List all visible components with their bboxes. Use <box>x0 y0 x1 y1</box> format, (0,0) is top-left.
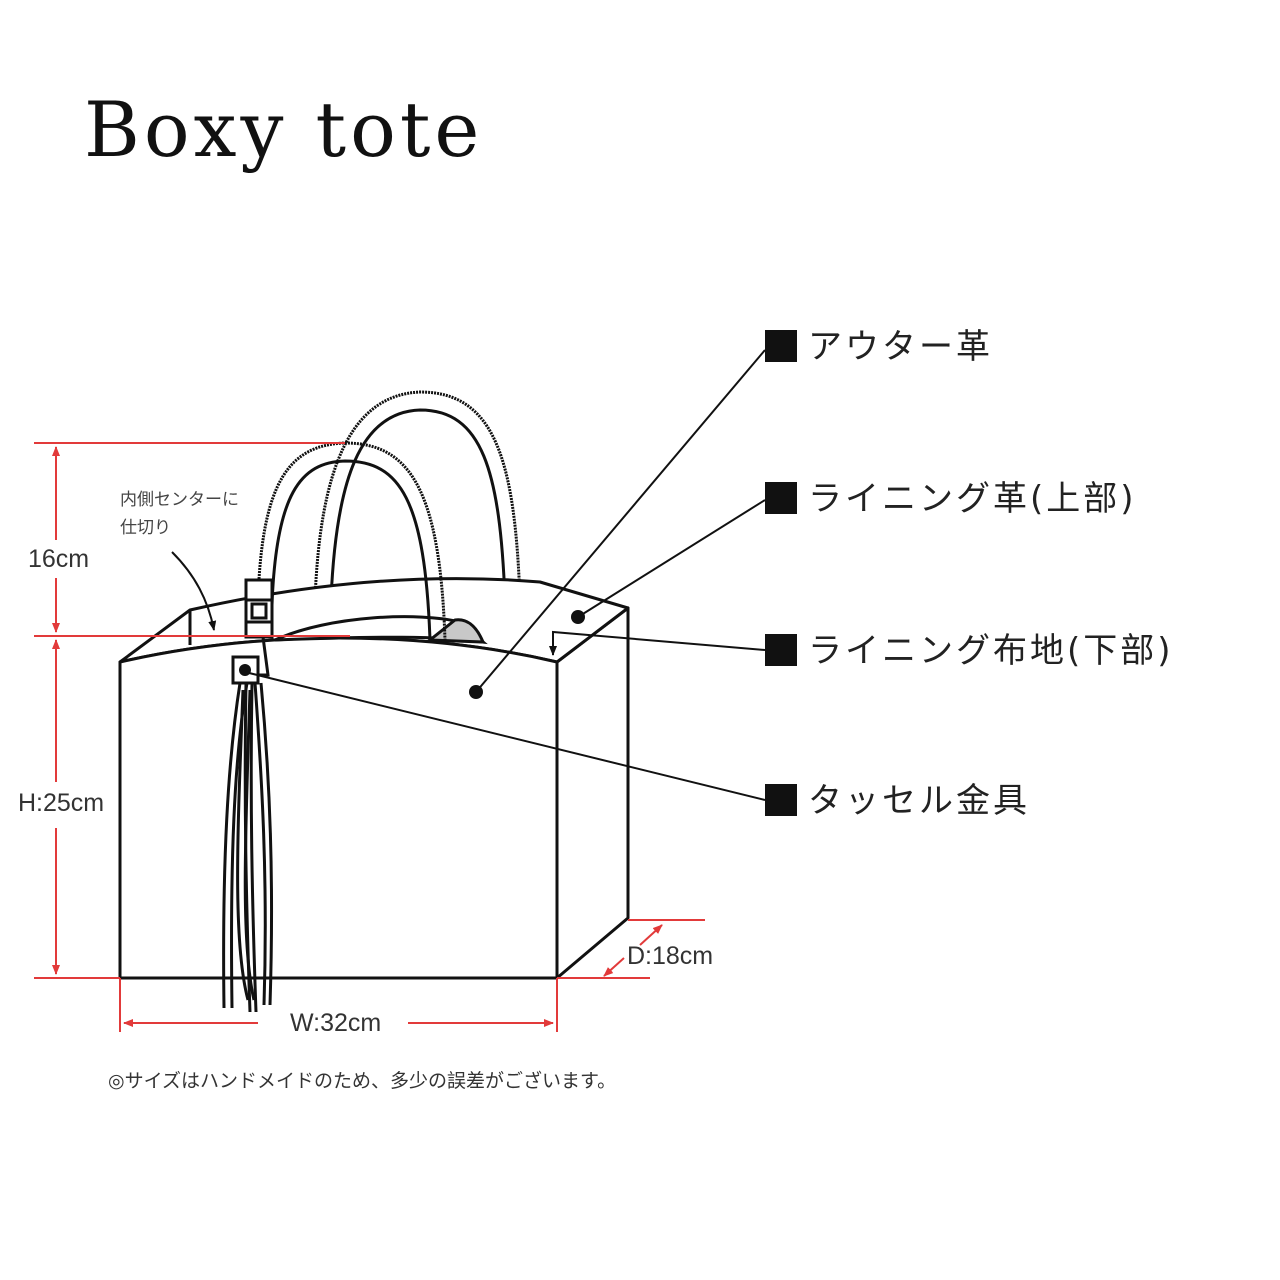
part-label-lining-leather: ライニング革(上部) <box>765 479 1137 519</box>
svg-text:アウター革: アウター革 <box>808 327 993 367</box>
partition-note-line2: 仕切り <box>120 518 171 538</box>
handle-height-label: 16cm <box>28 545 89 573</box>
marker-square-icon <box>765 330 797 362</box>
handle-buckle <box>244 578 274 677</box>
lining-leather-dot <box>571 610 585 624</box>
back-handle <box>313 390 522 601</box>
partition-note-line1: 内側センターに <box>120 490 239 510</box>
front-handle <box>256 441 447 641</box>
marker-square-icon <box>765 482 797 514</box>
width-label: W:32cm <box>290 1009 381 1037</box>
tassel-fitting <box>231 655 260 685</box>
part-label-outer-leather: アウター革 <box>765 327 993 367</box>
svg-text:ライニング革(上部): ライニング革(上部) <box>808 479 1137 519</box>
outer-leather-dot <box>469 685 483 699</box>
dimension-lines <box>34 442 705 1032</box>
depth-label: D:18cm <box>627 942 713 970</box>
tassel <box>222 682 274 1013</box>
leader-lines <box>244 349 766 801</box>
svg-text:ライニング布地(下部): ライニング布地(下部) <box>808 631 1174 671</box>
part-label-tassel-fitting: タッセル金具 <box>765 781 1030 821</box>
partition-arrow <box>171 551 217 631</box>
height-label: H:25cm <box>18 789 104 817</box>
bag-body <box>118 577 630 980</box>
marker-square-icon <box>765 634 797 666</box>
size-disclaimer: ◎サイズはハンドメイドのため、多少の誤差がございます。 <box>108 1070 617 1092</box>
svg-text:タッセル金具: タッセル金具 <box>808 781 1030 821</box>
part-label-lining-fabric: ライニング布地(下部) <box>765 631 1174 671</box>
marker-square-icon <box>765 784 797 816</box>
page-title: Boxy tote <box>84 85 484 174</box>
